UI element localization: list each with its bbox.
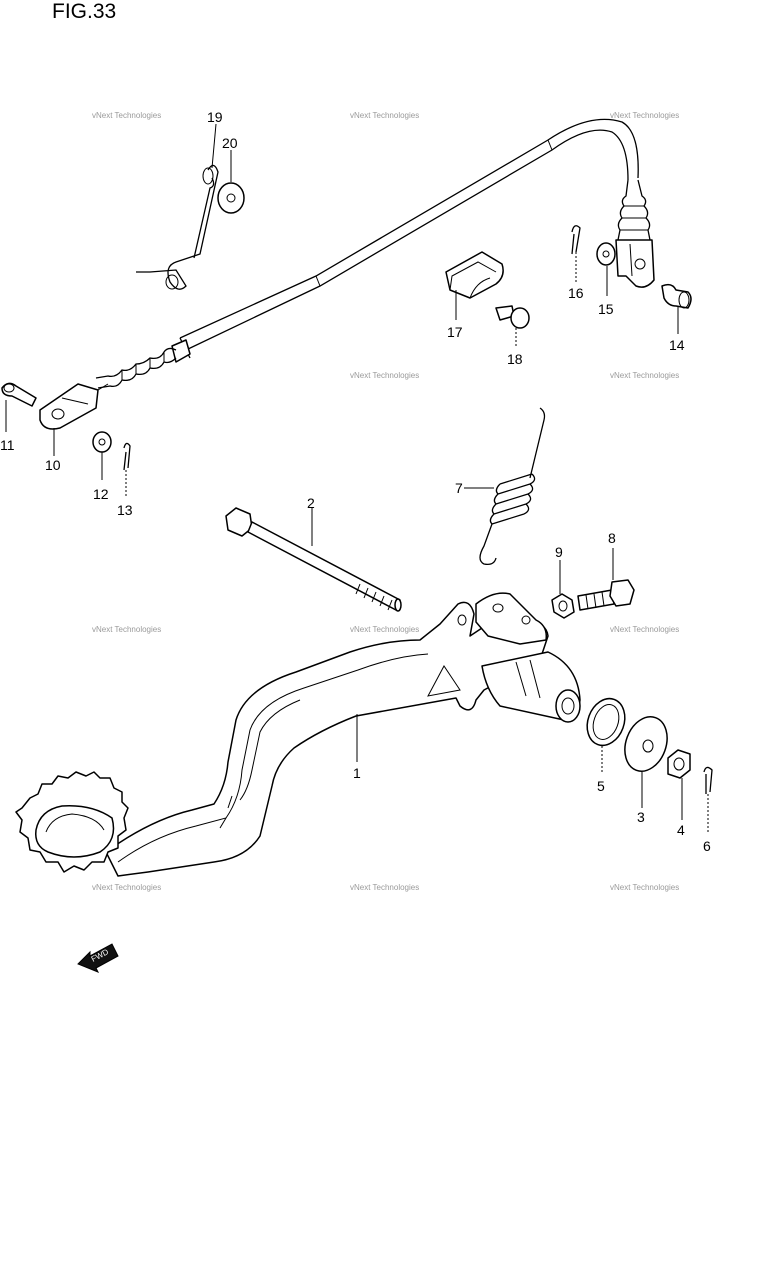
callout-5: 5	[597, 778, 605, 794]
callout-4: 4	[677, 822, 685, 838]
callout-20: 20	[222, 135, 238, 151]
callout-10: 10	[45, 457, 61, 473]
watermark: vNext Technologies	[610, 111, 679, 120]
nut-9	[551, 593, 575, 619]
washer-15	[596, 242, 616, 266]
callout-3: 3	[637, 809, 645, 825]
pin-14	[661, 283, 692, 309]
brake-cable	[95, 118, 651, 389]
cable-upper-clevis	[615, 239, 655, 288]
cotter-pin-13	[123, 442, 131, 471]
callout-6: 6	[703, 838, 711, 854]
o-ring-5	[586, 697, 626, 747]
callout-9: 9	[555, 544, 563, 560]
brake-pedal-1	[15, 592, 581, 877]
callout-labels: 19 20 16 15 14 17 18 11 10 12 13 2 7 9 8…	[0, 109, 711, 854]
return-spring-7	[479, 407, 546, 566]
bolt-18	[495, 305, 530, 329]
pedal-shaft-bolt-2	[225, 507, 402, 612]
callout-15: 15	[598, 301, 614, 317]
watermark: vNext Technologies	[350, 111, 419, 120]
cable-clamp-17	[445, 251, 504, 299]
pin-11	[1, 382, 37, 407]
watermark: vNext Technologies	[610, 371, 679, 380]
callout-18: 18	[507, 351, 523, 367]
watermark: vNext Technologies	[92, 111, 161, 120]
leader-lines	[5, 123, 709, 832]
watermark: vNext Technologies	[92, 625, 161, 634]
callout-1: 1	[353, 765, 361, 781]
cable-end-joint	[39, 383, 109, 430]
washer-12	[92, 431, 112, 453]
fwd-arrow-icon: FWD	[77, 943, 119, 973]
callout-7: 7	[455, 480, 463, 496]
callout-2: 2	[307, 495, 315, 511]
callout-19: 19	[207, 109, 223, 125]
bolt-8	[577, 579, 635, 611]
cotter-pin-6	[703, 766, 713, 794]
callout-12: 12	[93, 486, 109, 502]
watermark: vNext Technologies	[350, 625, 419, 634]
watermarks: vNext Technologies vNext Technologies vN…	[92, 111, 679, 892]
nut-4	[667, 749, 691, 779]
wire-clamp-19	[136, 164, 219, 290]
callout-14: 14	[669, 337, 685, 353]
callout-13: 13	[117, 502, 133, 518]
cotter-pin-16	[571, 225, 581, 255]
callout-17: 17	[447, 324, 463, 340]
figure-title: FIG.33	[52, 0, 117, 23]
watermark: vNext Technologies	[610, 883, 679, 892]
callout-8: 8	[608, 530, 616, 546]
watermark: vNext Technologies	[350, 371, 419, 380]
washer-3	[624, 716, 668, 772]
callout-11: 11	[0, 437, 15, 453]
watermark: vNext Technologies	[92, 883, 161, 892]
callout-16: 16	[568, 285, 584, 301]
watermark: vNext Technologies	[610, 625, 679, 634]
watermark: vNext Technologies	[350, 883, 419, 892]
washer-20	[217, 182, 245, 214]
